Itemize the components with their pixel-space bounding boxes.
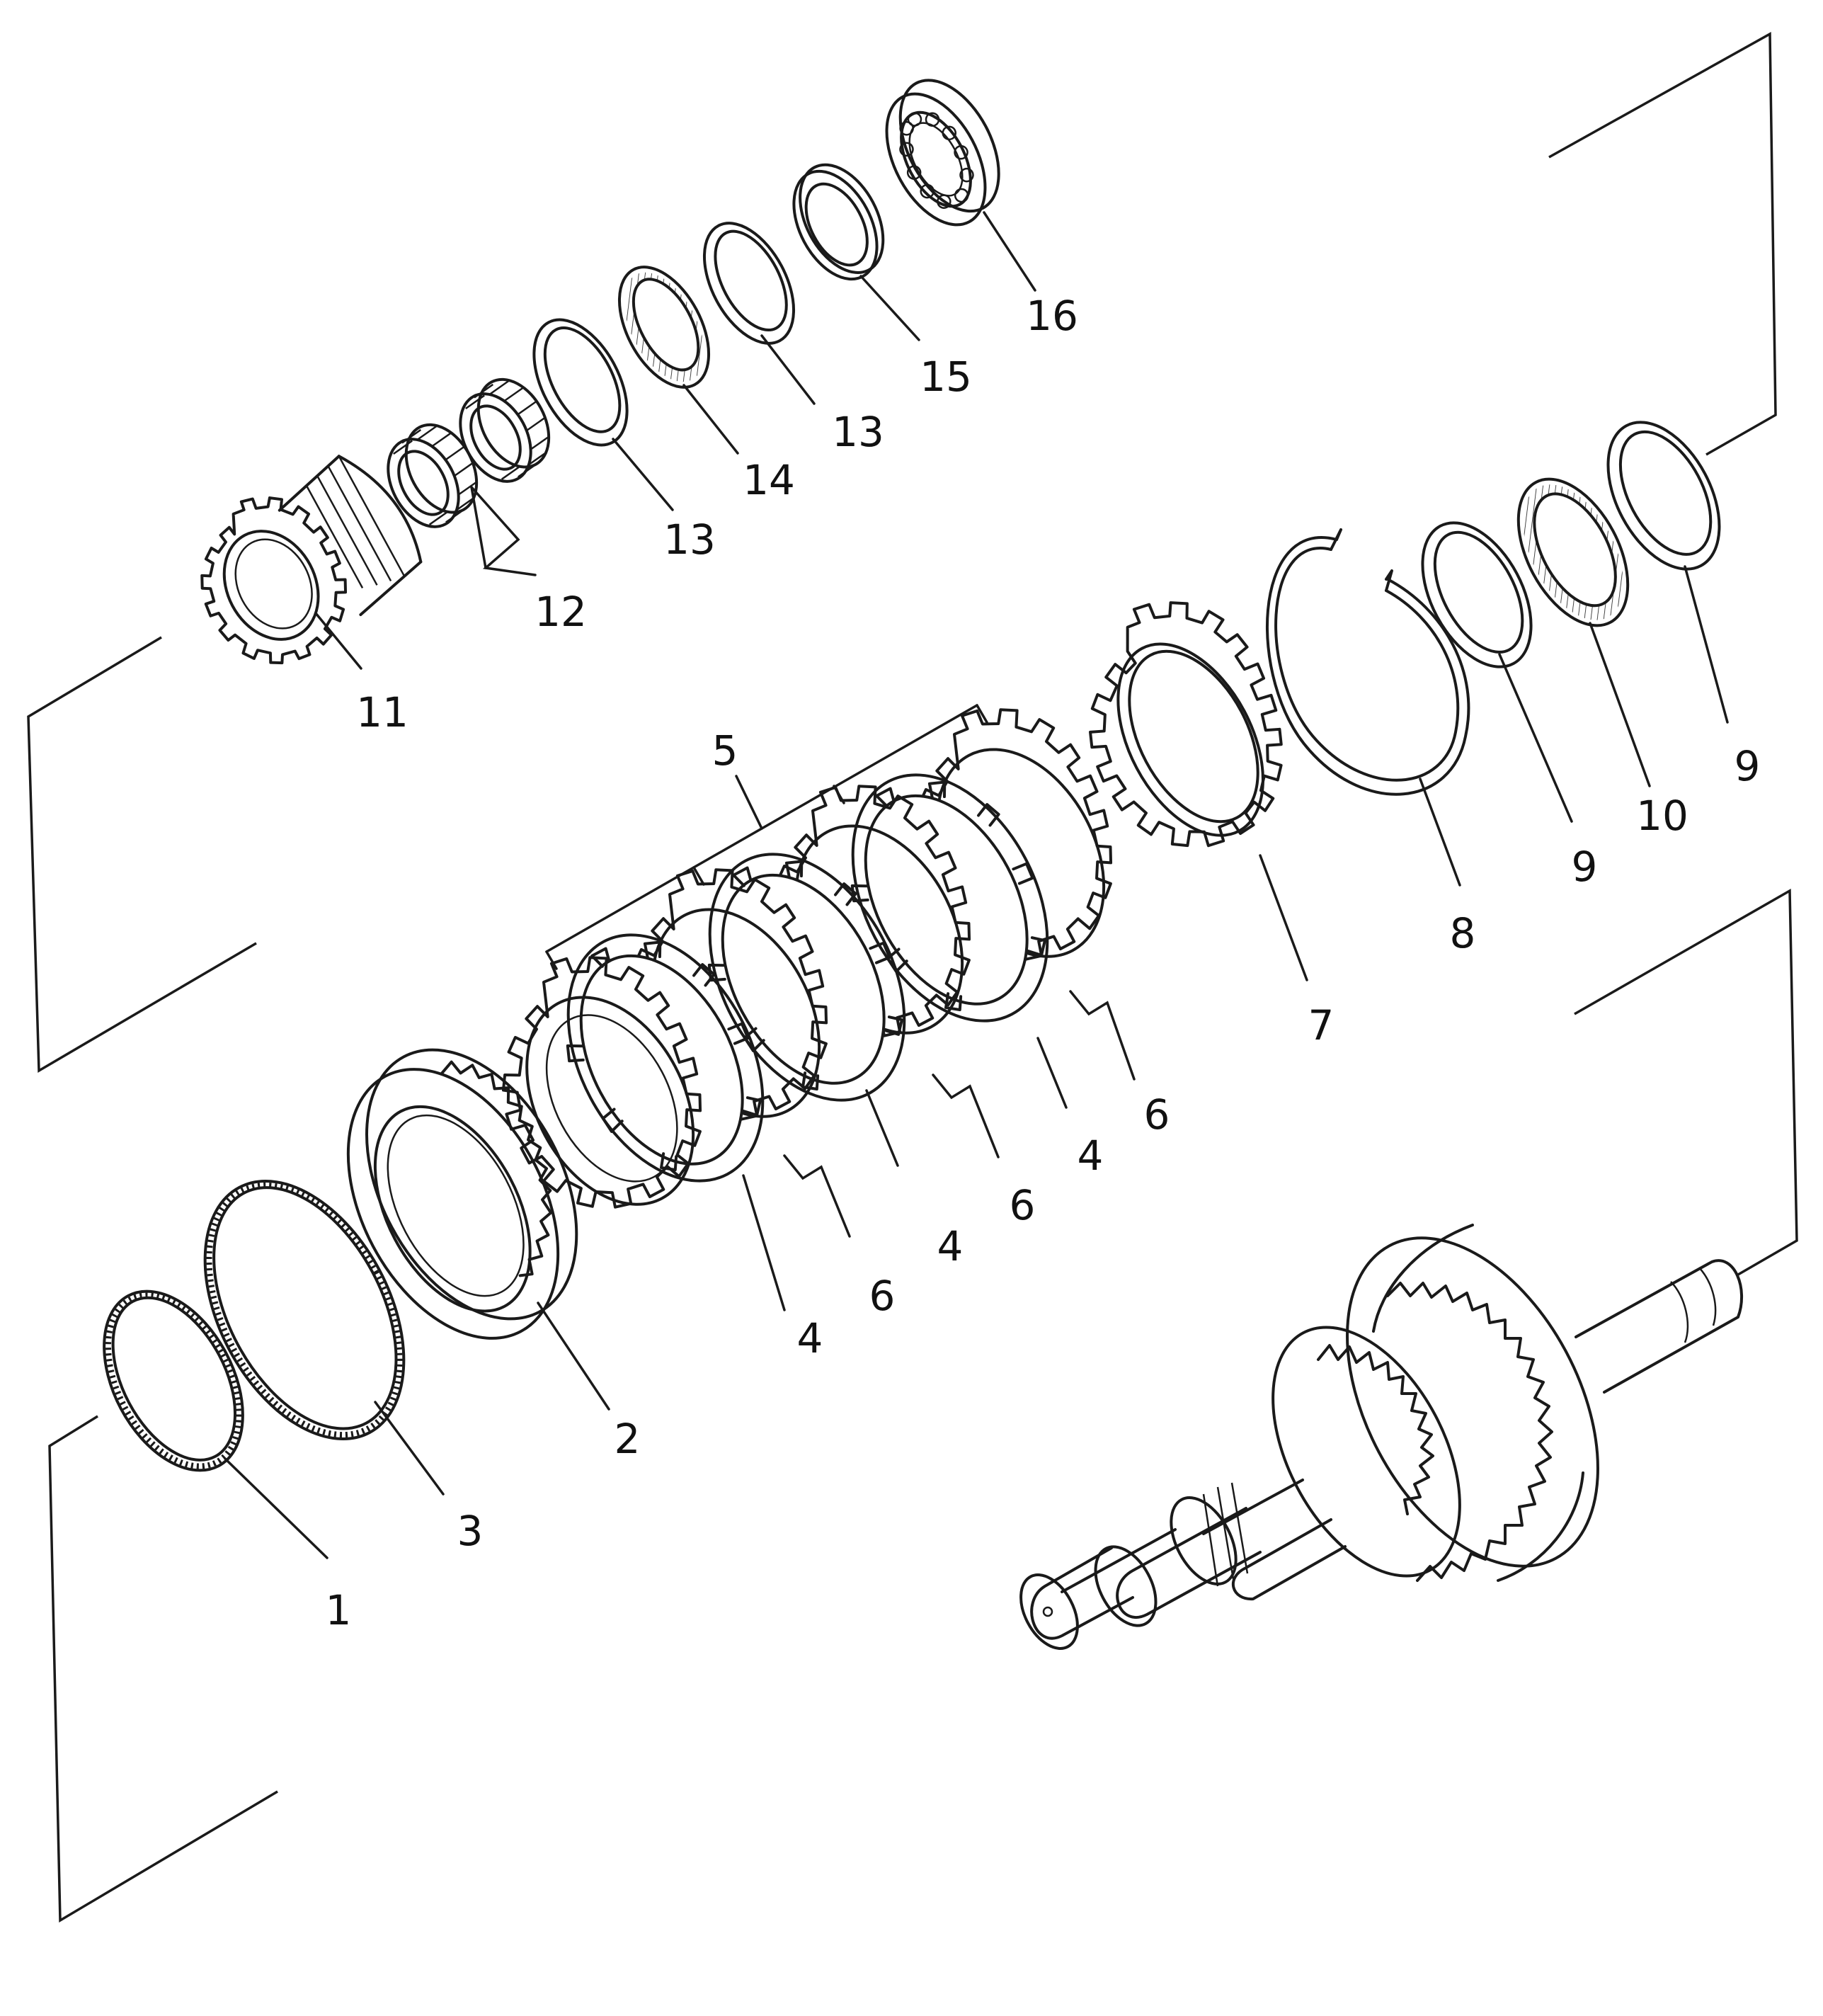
- callout-13-upper: 13: [832, 408, 884, 456]
- leader-lines: [224, 211, 1729, 1559]
- clutch-piston-2: [346, 1048, 578, 1340]
- ball-bearing-16: [885, 79, 1000, 227]
- callout-15: 15: [920, 353, 972, 401]
- spacer-15: [792, 163, 885, 281]
- thrust-washer-9-left: [1421, 521, 1533, 668]
- callout-3: 3: [457, 1507, 484, 1555]
- thrust-washer-13-upper: [702, 222, 796, 345]
- snap-ring-1: [103, 1289, 244, 1472]
- callout-9-right: 9: [1735, 742, 1761, 790]
- callout-2: 2: [615, 1415, 641, 1463]
- callout-16: 16: [1026, 292, 1078, 340]
- shaft-assembly: [1019, 1224, 1744, 1650]
- callout-4-mid: 4: [937, 1222, 964, 1270]
- callout-1: 1: [326, 1586, 352, 1634]
- callout-labels: 16 15 13 14 13 12 11 5 9 10 9 8 7 6 4 6 …: [326, 292, 1761, 1634]
- callout-12: 12: [535, 588, 587, 636]
- callout-6-mid: 6: [1010, 1181, 1036, 1229]
- callout-8: 8: [1450, 909, 1476, 957]
- snap-ring-8: [1265, 528, 1470, 796]
- callout-7: 7: [1308, 1001, 1335, 1049]
- thrust-washer-13-lower: [532, 318, 629, 447]
- gear-11: [200, 455, 423, 665]
- seal-ring-3: [203, 1180, 406, 1440]
- clutch-pack: [501, 708, 1113, 1209]
- thrust-washer-9-right: [1606, 421, 1721, 571]
- callout-10: 10: [1636, 792, 1688, 840]
- callout-6-front: 6: [869, 1272, 896, 1320]
- callout-9-left: 9: [1572, 843, 1598, 891]
- callout-5: 5: [712, 727, 738, 775]
- callout-6-rear: 6: [1144, 1090, 1170, 1139]
- callout-11: 11: [356, 688, 408, 736]
- pressure-plate-7: [1089, 601, 1283, 848]
- callout-4-rear: 4: [1078, 1132, 1104, 1180]
- callout-13-lower: 13: [663, 516, 716, 564]
- thrust-bearing-10: [1516, 477, 1630, 627]
- clutch-pack-bracket-5: [545, 704, 988, 970]
- thrust-bearing-14: [617, 266, 711, 389]
- frame-lines: [27, 32, 1798, 1923]
- callout-14: 14: [743, 456, 795, 504]
- callout-4-front: 4: [797, 1314, 823, 1362]
